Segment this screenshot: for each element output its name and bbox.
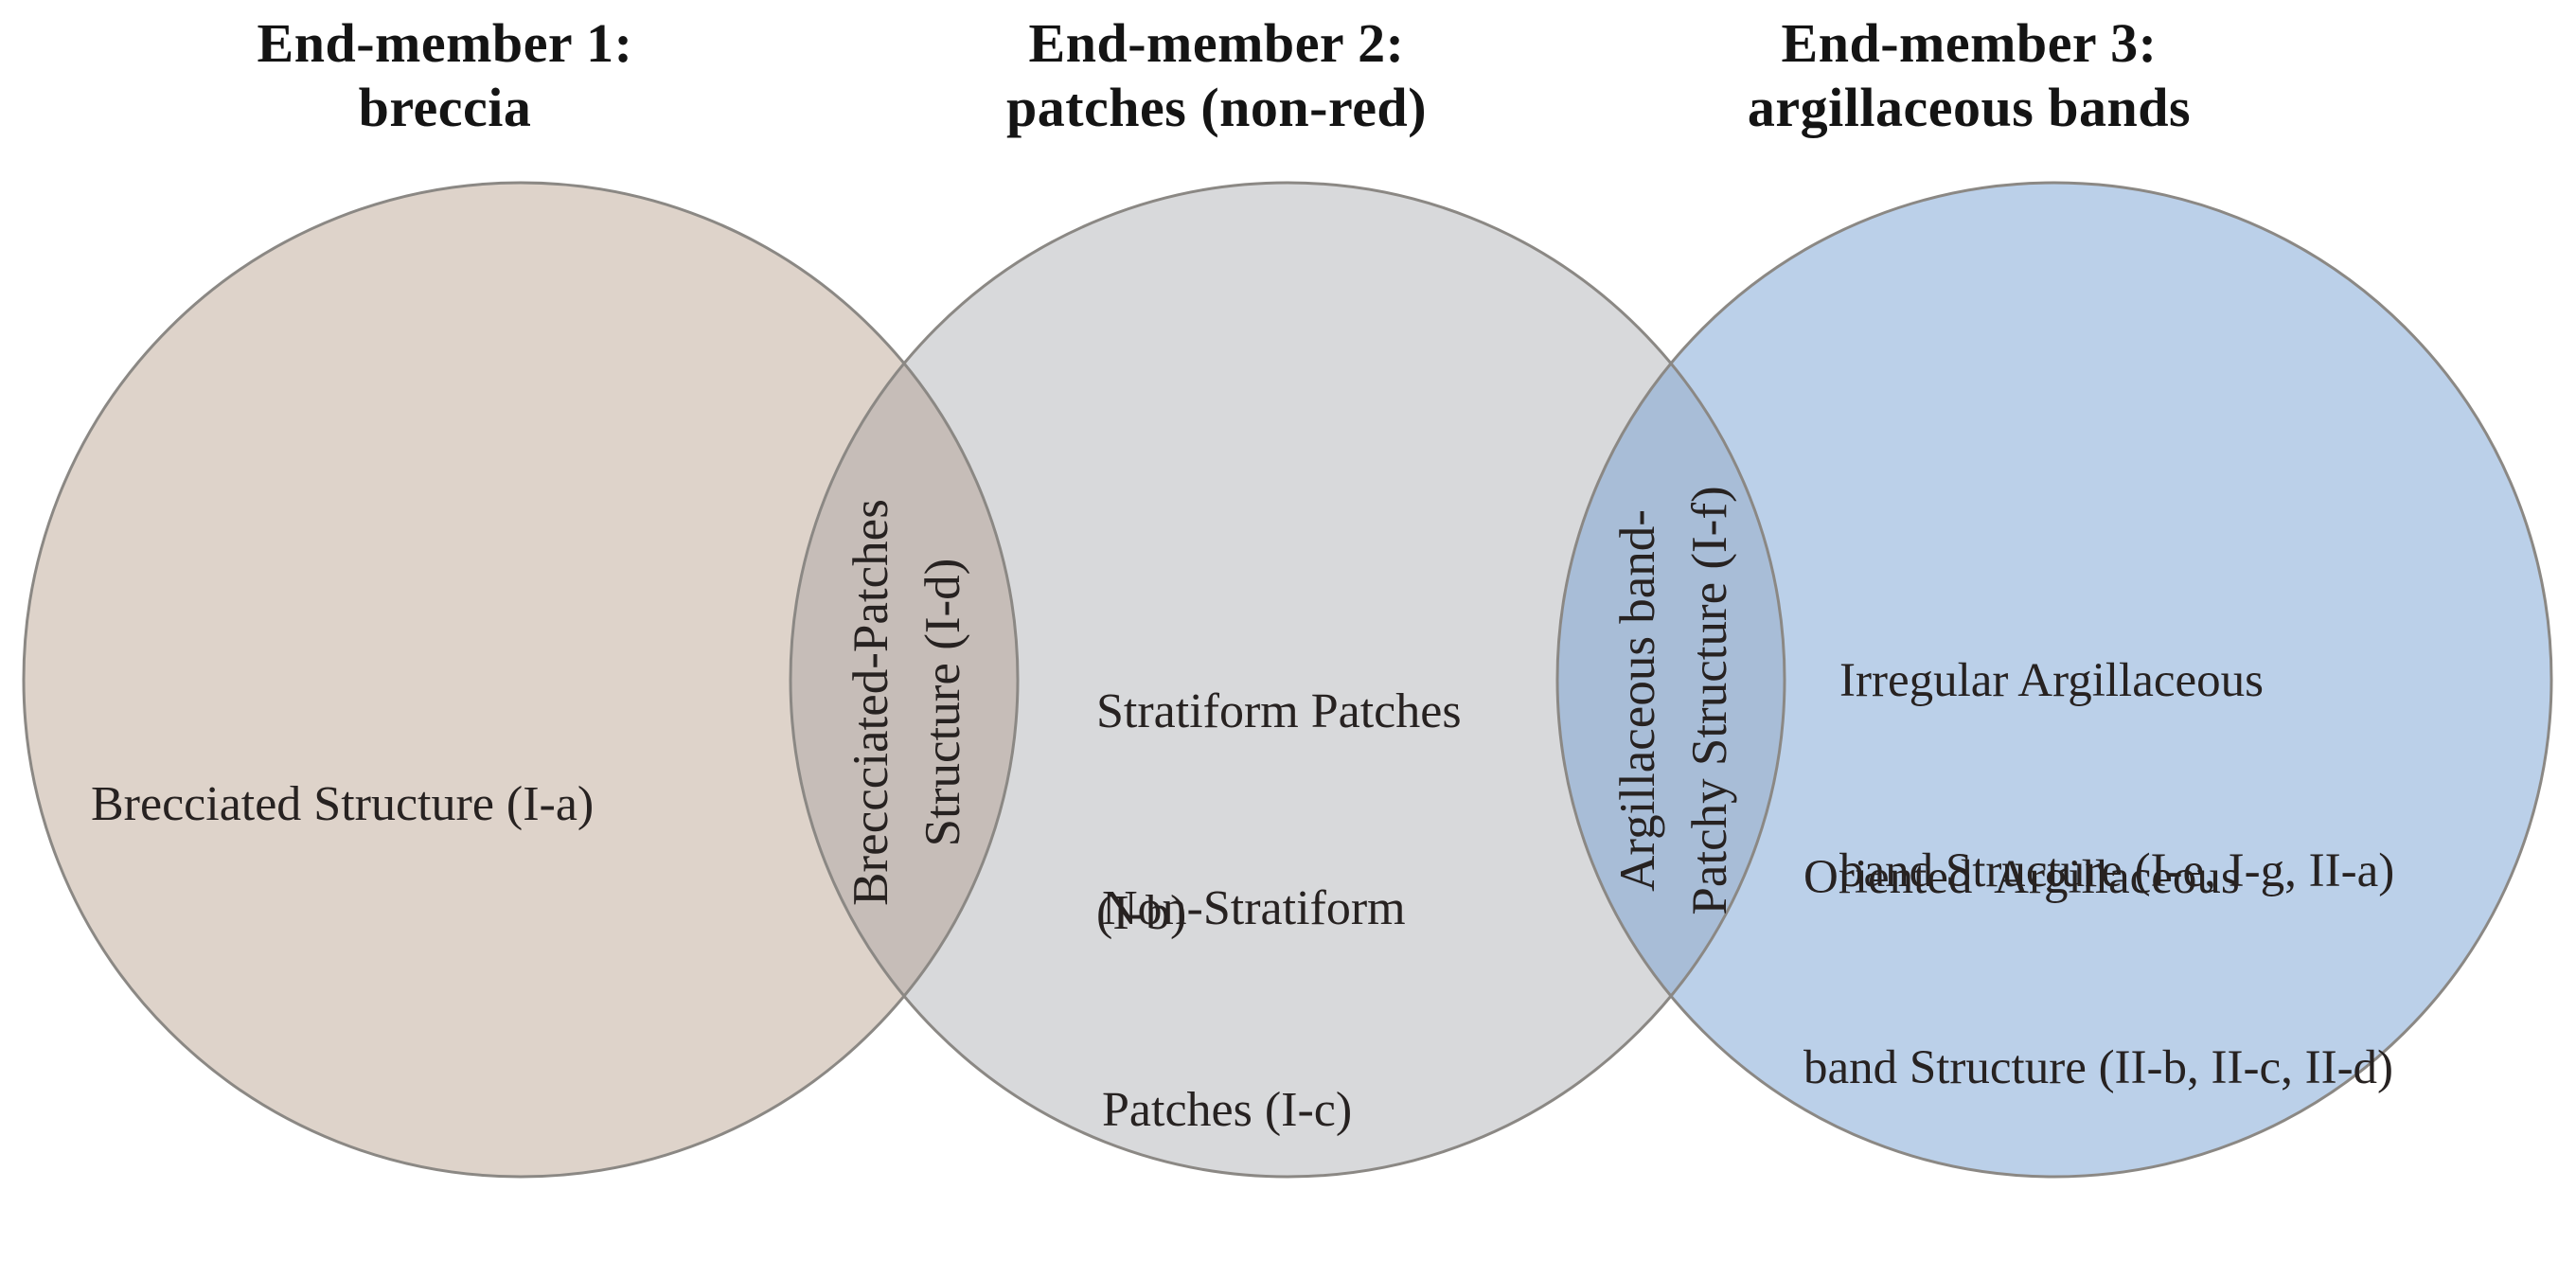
set3-label-oriented-argillaceous: Oriented Argillaceous band Structure (II… — [1803, 719, 2393, 1227]
title-end-member-1-line2: breccia — [358, 77, 532, 138]
set1-label-line1: Brecciated Structure (I-a) — [91, 777, 595, 831]
set2-label-stratiform-patches: Stratiform Patches (I-b) — [1096, 543, 1462, 1081]
title-end-member-2-line2: patches (non-red) — [1005, 77, 1428, 138]
title-end-member-1-line1: End-member 1: — [257, 12, 633, 74]
set1-label-brecciated-structure: Brecciated Structure (I-a) — [91, 636, 594, 972]
venn-circles-graphic — [22, 181, 2553, 1179]
set2-label-b-line2: Patches (I-c) — [1102, 1083, 1353, 1137]
title-end-member-2: End-member 2: patches (non-red) — [828, 11, 1605, 140]
set3-label-b-line1: Oriented Argillaceous — [1803, 851, 2240, 904]
title-end-member-2-line1: End-member 2: — [1028, 12, 1405, 74]
overlap23-label-line2: Patchy Structure (I-f) — [1682, 486, 1737, 915]
set2-label-a-line2: (I-b) — [1096, 886, 1187, 940]
set2-label-a-line1: Stratiform Patches — [1096, 684, 1462, 738]
set2-outline — [789, 181, 1786, 1179]
venn-diagram: End-member 1: breccia End-member 2: patc… — [22, 11, 2553, 1179]
set2-circle — [791, 183, 1785, 1177]
set3-label-a-line1: Irregular Argillaceous — [1839, 654, 2264, 707]
title-end-member-3-line2: argillaceous bands — [1747, 77, 2192, 138]
set2-label-non-stratiform-patches: Non-Stratiform Patches (I-c) — [1102, 740, 1406, 1278]
set2-label-b-line1: Non-Stratiform — [1102, 881, 1406, 935]
title-end-member-3-line1: End-member 3: — [1781, 12, 2158, 74]
set3-label-irregular-argillaceous: Irregular Argillaceous band Structure (I… — [1839, 523, 2394, 1030]
overlap12-label-line1: Breccciated-Patches — [844, 499, 898, 906]
set1-circle — [24, 183, 1018, 1177]
overlap12-label-line2: Structure (I-d) — [915, 558, 970, 847]
set3-label-a-line2: band Structure (I-e, I-g, II-a) — [1839, 844, 2395, 897]
overlap23-label-argillaceous-band-patchy: Argillaceous band- Patchy Structure (I-f… — [1602, 486, 1746, 914]
overlap23-label-line1: Argillaceous band- — [1610, 509, 1665, 892]
title-end-member-3: End-member 3: argillaceous bands — [1581, 11, 2357, 140]
set1-outline — [22, 181, 1020, 1179]
title-end-member-1: End-member 1: breccia — [57, 11, 833, 140]
overlap12-label-brecciated-patches: Breccciated-Patches Structure (I-d) — [835, 499, 979, 906]
set3-label-b-line2: band Structure (II-b, II-c, II-d) — [1803, 1041, 2394, 1094]
set3-circle — [1557, 183, 2551, 1177]
set3-outline — [1555, 181, 2553, 1179]
